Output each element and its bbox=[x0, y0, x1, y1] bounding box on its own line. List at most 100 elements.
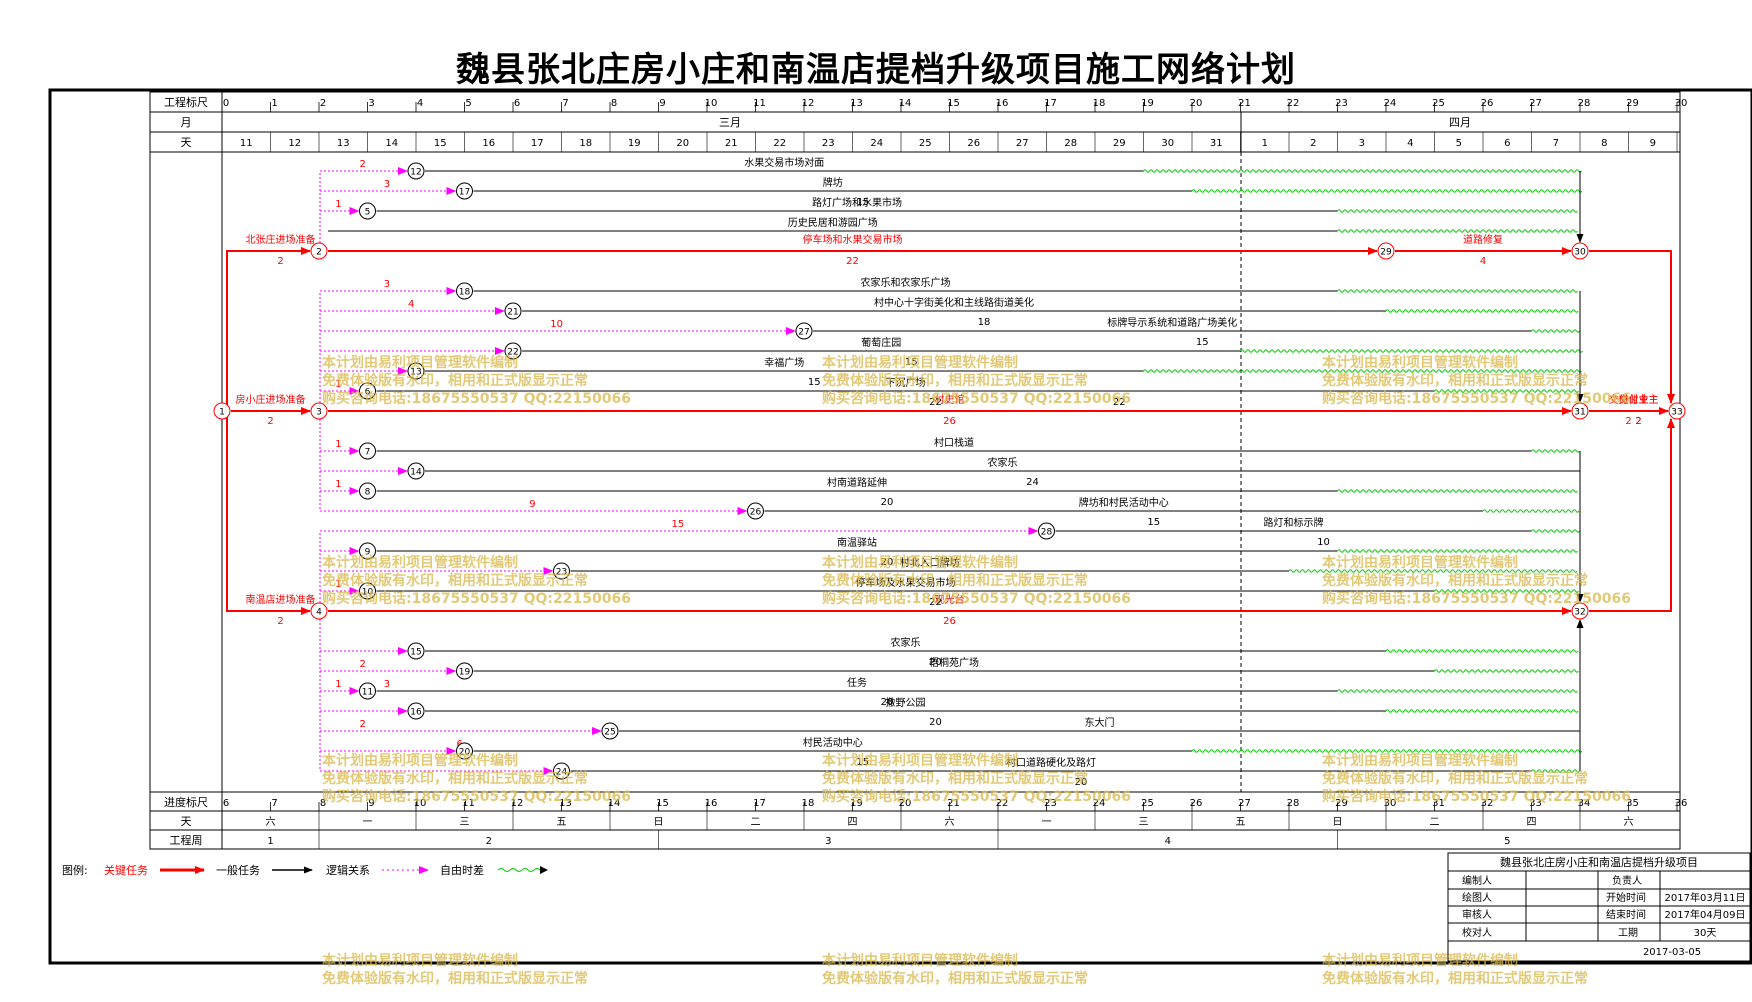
day-label: 27 bbox=[1016, 138, 1029, 149]
scale-tick-label: 29 bbox=[1626, 98, 1639, 109]
progress-tick-label: 10 bbox=[414, 798, 427, 809]
task-name: 水果交易市场对面 bbox=[744, 156, 824, 169]
scale-tick-label: 4 bbox=[417, 98, 423, 109]
row-label-day: 天 bbox=[181, 136, 192, 149]
task-name: 路灯和标示牌 bbox=[1264, 516, 1324, 529]
task-duration: 10 bbox=[1317, 537, 1330, 548]
free-float-wave bbox=[1434, 669, 1579, 673]
network-node-id: 26 bbox=[750, 508, 762, 518]
weekday-label: 六 bbox=[266, 816, 276, 828]
week-label: 1 bbox=[267, 836, 273, 847]
progress-tick-label: 12 bbox=[511, 798, 524, 809]
free-float-wave bbox=[1337, 289, 1578, 293]
scale-tick-label: 22 bbox=[1287, 98, 1300, 109]
network-node bbox=[504, 342, 522, 360]
day-label: 9 bbox=[1650, 138, 1656, 149]
row-label-scale: 工程标尺 bbox=[164, 95, 208, 109]
critical-task-name: 南温店进场准备 bbox=[246, 593, 316, 606]
scale-tick-label: 21 bbox=[1238, 98, 1251, 109]
free-time-label: 15 bbox=[672, 519, 685, 530]
task-duration: 22 bbox=[1113, 397, 1126, 408]
network-node-id: 32 bbox=[1574, 608, 1585, 618]
task-name: 村民活动中心 bbox=[803, 736, 863, 749]
progress-tick-label: 34 bbox=[1578, 798, 1591, 809]
watermark: 本计划由易利项目管理软件编制免费体验版有水印，相用和正式版显示正常 bbox=[1322, 953, 1588, 987]
scale-tick-label: 14 bbox=[899, 98, 912, 109]
task-name: 路灯广场和水果市场 bbox=[812, 196, 902, 209]
day-label: 1 bbox=[1262, 138, 1268, 149]
progress-tick-label: 36 bbox=[1675, 798, 1688, 809]
free-time-label: 1 bbox=[335, 579, 341, 590]
free-float-wave bbox=[1434, 589, 1579, 593]
critical-task-name: 北张庄进场准备 bbox=[246, 233, 316, 246]
free-time-label: 1 bbox=[335, 679, 341, 690]
task-name: 牌坊和村民活动中心 bbox=[1079, 496, 1169, 509]
network-node-id: 20 bbox=[459, 748, 471, 758]
day-label: 4 bbox=[1407, 138, 1413, 149]
scale-tick-label: 6 bbox=[514, 98, 520, 109]
day-label: 26 bbox=[967, 138, 980, 149]
task-duration: 20 bbox=[1075, 777, 1088, 788]
task-duration: 24 bbox=[1026, 477, 1039, 488]
task-name: 幸福广场 bbox=[764, 356, 804, 369]
free-time-label: 1 bbox=[335, 379, 341, 390]
weekday-label: 六 bbox=[1624, 816, 1634, 828]
free-float-wave bbox=[1337, 229, 1578, 233]
free-time-label: 3 bbox=[384, 279, 390, 290]
critical-task-arrow bbox=[1589, 250, 1675, 404]
critical-task-name: 观光台 bbox=[935, 593, 965, 606]
network-node bbox=[359, 542, 376, 560]
network-node-id: 19 bbox=[459, 668, 471, 678]
network-node-id: 7 bbox=[365, 448, 371, 458]
critical-task-arrow bbox=[226, 404, 311, 615]
page-title: 魏县张北庄房小庄和南温店提档升级项目施工网络计划 bbox=[456, 50, 1296, 90]
duration-value: 30天 bbox=[1694, 928, 1717, 939]
drawer-label: 绘图人 bbox=[1462, 891, 1492, 904]
legend-float-label: 自由时差 bbox=[440, 863, 484, 877]
critical-task-name: 停车场和水果交易市场 bbox=[803, 233, 903, 246]
network-node-id: 22 bbox=[507, 348, 518, 358]
logic-link bbox=[319, 411, 408, 475]
network-node-id: 1 bbox=[219, 408, 225, 418]
task-name: 南温驿站 bbox=[837, 536, 877, 549]
weekday-label: 一 bbox=[363, 817, 373, 828]
day-label: 23 bbox=[822, 138, 835, 149]
free-float-wave bbox=[1337, 209, 1578, 213]
network-node bbox=[601, 722, 619, 740]
scale-tick-label: 12 bbox=[802, 98, 815, 109]
scale-tick-label: 28 bbox=[1578, 98, 1591, 109]
end-value: 2017年04月09日 bbox=[1665, 908, 1746, 921]
task-duration: 20 bbox=[881, 557, 894, 568]
row-label-weekday: 天 bbox=[181, 815, 192, 828]
progress-tick-label: 6 bbox=[223, 798, 229, 809]
critical-task-duration: 4 bbox=[1480, 256, 1486, 267]
scale-tick-label: 13 bbox=[850, 98, 863, 109]
network-node-id: 11 bbox=[362, 688, 373, 698]
task-name: 历史民居和游园广场 bbox=[788, 216, 878, 229]
scale-tick-label: 2 bbox=[320, 98, 326, 109]
day-label: 19 bbox=[628, 138, 641, 149]
day-label: 3 bbox=[1359, 138, 1365, 149]
watermark: 本计划由易利项目管理软件编制免费体验版有水印，相用和正式版显示正常购买咨询电话:… bbox=[822, 753, 1131, 805]
task-name: 撒野公园 bbox=[886, 696, 926, 709]
network-node bbox=[310, 242, 328, 260]
scale-tick-label: 26 bbox=[1481, 98, 1494, 109]
day-label: 24 bbox=[870, 138, 883, 149]
weekday-label: 三 bbox=[460, 817, 470, 828]
network-node bbox=[359, 482, 376, 500]
task-duration: 15 bbox=[808, 377, 821, 388]
critical-task-duration: 2 bbox=[1625, 416, 1631, 427]
scale-tick-label: 18 bbox=[1093, 98, 1106, 109]
progress-tick-label: 33 bbox=[1529, 798, 1542, 809]
free-time-label: 3 bbox=[384, 679, 390, 690]
network-node bbox=[359, 382, 376, 400]
network-node bbox=[747, 502, 764, 520]
network-node-id: 31 bbox=[1574, 408, 1585, 418]
free-time-label: 3 bbox=[384, 179, 390, 190]
task-duration: 20 bbox=[881, 697, 894, 708]
owner-label: 负责人 bbox=[1612, 874, 1642, 887]
network-node bbox=[553, 762, 570, 780]
network-node-id: 8 bbox=[365, 488, 371, 498]
progress-tick-label: 21 bbox=[947, 798, 960, 809]
